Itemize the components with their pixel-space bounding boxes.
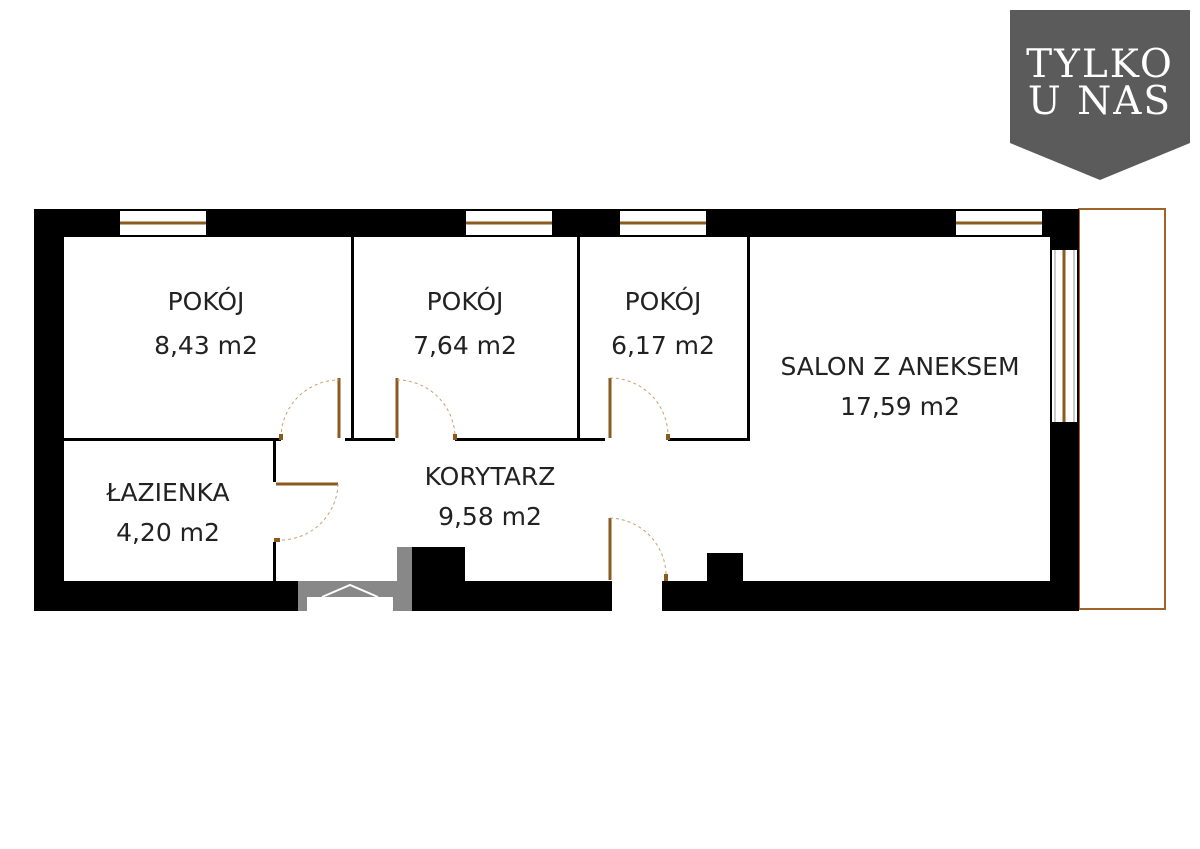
room-area: 9,58 m2: [438, 502, 542, 531]
room-name: POKÓJ: [168, 286, 245, 316]
badge-line-2: U NAS: [1028, 79, 1172, 124]
windows: [120, 211, 1077, 422]
room-name: POKÓJ: [625, 286, 702, 316]
badge-line-1: TYLKO: [1026, 42, 1174, 87]
doors: [274, 377, 670, 581]
room-name: SALON Z ANEKSEM: [780, 352, 1019, 381]
entrance-opening: [612, 581, 662, 611]
wall-pillar: [412, 547, 465, 583]
room-pokoj-1: POKÓJ 8,43 m2: [154, 286, 258, 360]
room-area: 6,17 m2: [611, 331, 715, 360]
exclusive-badge: TYLKO U NAS: [1010, 10, 1190, 180]
room-korytarz: KORYTARZ 9,58 m2: [425, 462, 556, 531]
room-area: 4,20 m2: [116, 518, 220, 547]
kitchen-pillar: [707, 553, 743, 583]
interior-walls: [64, 237, 750, 582]
room-name: KORYTARZ: [425, 462, 556, 491]
room-pokoj-3: POKÓJ 6,17 m2: [611, 286, 715, 360]
room-name: ŁAZIENKA: [105, 478, 229, 507]
room-pokoj-2: POKÓJ 7,64 m2: [413, 286, 517, 360]
room-area: 17,59 m2: [840, 392, 960, 421]
room-lazienka: ŁAZIENKA 4,20 m2: [105, 478, 229, 547]
balcony: [1078, 208, 1166, 610]
room-area: 8,43 m2: [154, 331, 258, 360]
room-name: POKÓJ: [427, 286, 504, 316]
room-salon: SALON Z ANEKSEM 17,59 m2: [780, 352, 1019, 421]
room-area: 7,64 m2: [413, 331, 517, 360]
shaft: [298, 547, 412, 611]
